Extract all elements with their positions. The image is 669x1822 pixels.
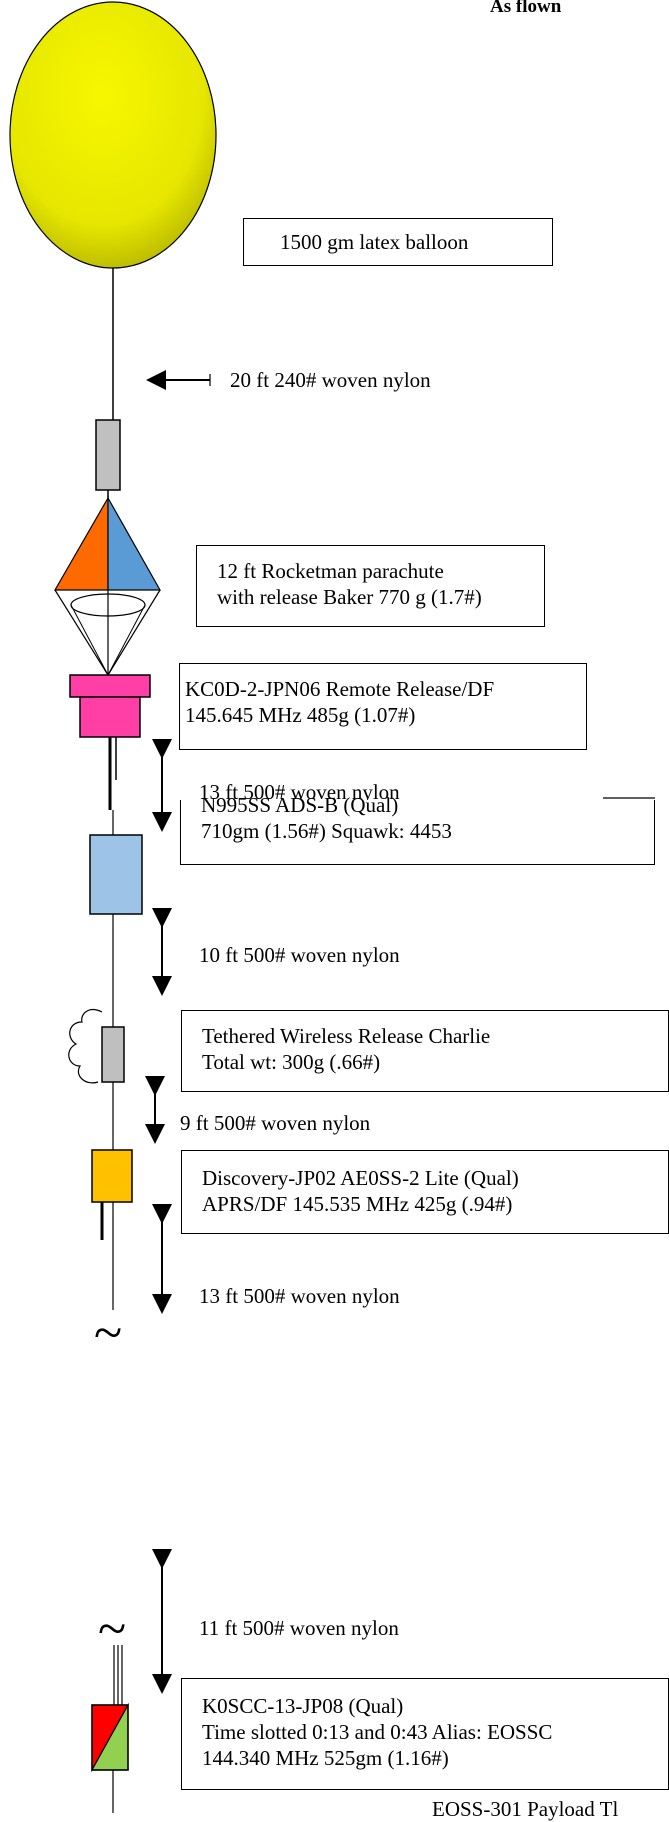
footer-text: EOSS-301 Payload Tl xyxy=(432,1797,619,1821)
parachute-label-box: 12 ft Rocketman parachute with release B… xyxy=(196,545,545,627)
parachute-label-line2: with release Baker 770 g (1.7#) xyxy=(217,585,482,609)
k0scc-label-box: K0SCC-13-JP08 (Qual) Time slotted 0:13 a… xyxy=(181,1678,669,1790)
remote-release-label-box: KC0D-2-JPN06 Remote Release/DF 145.645 M… xyxy=(179,663,587,750)
k0scc-line2: Time slotted 0:13 and 0:43 Alias: EOSSC xyxy=(202,1720,553,1744)
shroud-line xyxy=(54,589,109,676)
remote-release-top xyxy=(69,674,151,698)
shroud-line xyxy=(107,589,161,676)
remote-release-line2: 145.645 MHz 485g (1.07#) xyxy=(185,703,416,727)
parachute-label-line1: 12 ft Rocketman parachute xyxy=(217,559,444,583)
page-title: As flown xyxy=(490,0,562,17)
discovery-line2: APRS/DF 145.535 MHz 425g (.94#) xyxy=(202,1192,513,1216)
adsb-box xyxy=(89,834,143,915)
cloud-shape xyxy=(68,1009,103,1084)
wireless-release-line1: Tethered Wireless Release Charlie xyxy=(202,1024,491,1048)
line-6-label: 11 ft 500# woven nylon xyxy=(199,1616,399,1640)
remote-release-body xyxy=(79,696,141,738)
adsb-label-box: N995SS ADS-B (Qual) 710gm (1.56#) Squawk… xyxy=(180,793,655,865)
discovery-line1: Discovery-JP02 AE0SS-2 Lite (Qual) xyxy=(202,1166,519,1190)
balloon-shape xyxy=(9,1,217,269)
adsb-line2: 710gm (1.56#) Squawk: 4453 xyxy=(201,819,452,843)
k0scc-line1: K0SCC-13-JP08 (Qual) xyxy=(202,1694,404,1718)
parachute-left-panel xyxy=(53,495,109,591)
k0scc-line3: 144.340 MHz 525gm (1.16#) xyxy=(202,1746,449,1770)
break-symbol-bottom: ~ xyxy=(98,1601,127,1658)
line-4-label: 9 ft 500# woven nylon xyxy=(180,1111,371,1135)
line-3-label: 10 ft 500# woven nylon xyxy=(199,943,400,967)
wireless-release-label-box: Tethered Wireless Release Charlie Total … xyxy=(181,1010,669,1092)
parachute-right-panel xyxy=(107,495,162,591)
line-5-label: 13 ft 500# woven nylon xyxy=(199,1284,400,1308)
balloon-label: 1500 gm latex balloon xyxy=(280,230,469,254)
shroud-line xyxy=(107,604,146,676)
break-symbol-top: ~ xyxy=(94,1305,123,1362)
wireless-release-box xyxy=(101,1026,125,1083)
shroud-line xyxy=(70,604,109,676)
k0scc-box-outline xyxy=(91,1704,129,1771)
adsb-line1: N995SS ADS-B (Qual) xyxy=(201,793,399,817)
discovery-label-box: Discovery-JP02 AE0SS-2 Lite (Qual) APRS/… xyxy=(181,1150,669,1234)
top-line-label: 20 ft 240# woven nylon xyxy=(230,368,431,392)
discovery-box xyxy=(91,1149,133,1203)
balloon-label-box: 1500 gm latex balloon xyxy=(243,218,553,266)
wireless-release-line2: Total wt: 300g (.66#) xyxy=(202,1050,381,1074)
remote-release-line1: KC0D-2-JPN06 Remote Release/DF xyxy=(185,677,495,701)
gray-connector xyxy=(95,419,121,491)
